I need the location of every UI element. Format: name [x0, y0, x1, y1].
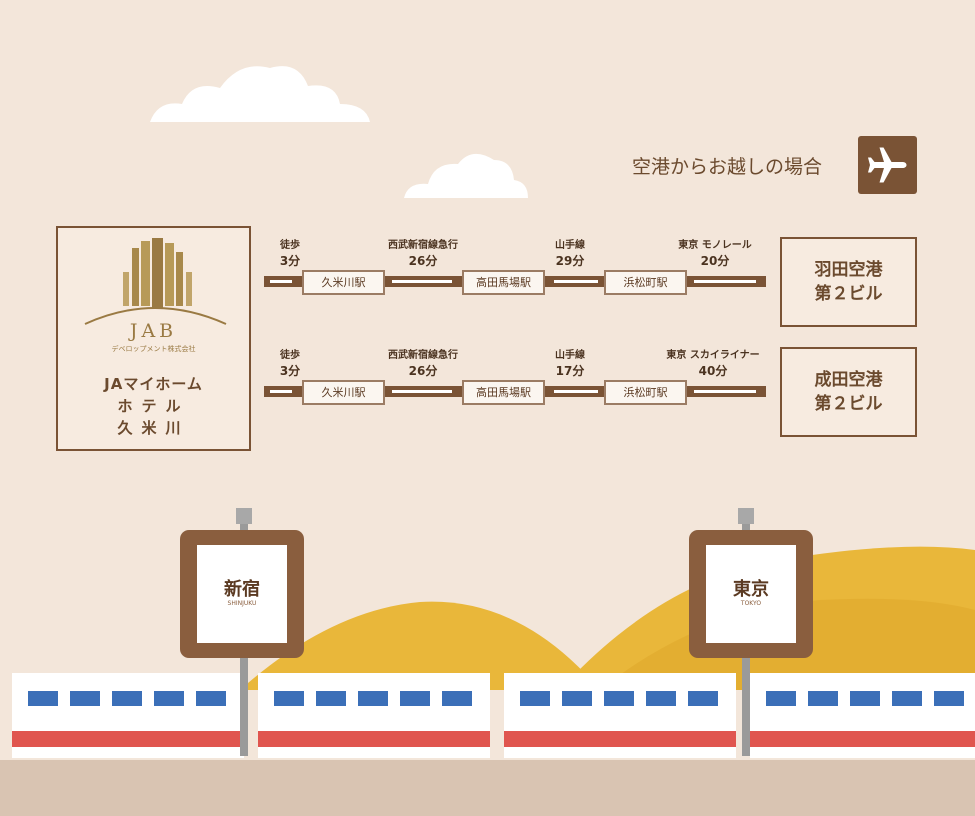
route-narita-seg-4-min: 40分 [698, 364, 728, 378]
route-narita-seg-3-line: 山手線 [555, 350, 585, 361]
route-haneda-seg-3-min: 29分 [555, 254, 585, 268]
airplane-icon [858, 136, 917, 194]
route-narita-station-3: 浜松町駅 [604, 380, 687, 405]
route-haneda-station-2: 高田馬場駅 [462, 270, 545, 295]
route-haneda-seg-2-line: 西武新宿線急行 [388, 240, 458, 251]
route-haneda-seg-3-line: 山手線 [555, 240, 585, 251]
train-car-2 [258, 673, 490, 758]
route-haneda-seg-1-min: 3分 [279, 254, 301, 268]
destination-narita-line-2: 第２ビル [814, 394, 883, 414]
cloud-small [404, 153, 528, 198]
hotel-name-line-3: 久米川 [117, 419, 190, 437]
hotel-card: JAB デベロップメント株式会社 JAマイホーム ホテル 久米川 [56, 226, 251, 451]
station-sign-shinjuku: 新宿 SHINJUKU [180, 530, 304, 658]
route-narita-seg-3-min: 17分 [555, 364, 585, 378]
hills [240, 546, 975, 690]
sign-shinjuku-roman: SHINJUKU [227, 600, 257, 607]
station-sign-tokyo: 東京 TOKYO [689, 530, 813, 658]
cloud-large [150, 66, 370, 122]
logo-text: JAB [129, 320, 178, 342]
route-narita-seg-2-line: 西武新宿線急行 [388, 350, 458, 361]
building-icon [84, 238, 227, 325]
route-haneda-seg-4-min: 20分 [700, 254, 730, 268]
destination-haneda-line-2: 第２ビル [814, 284, 883, 304]
route-haneda-station-1: 久米川駅 [302, 270, 385, 295]
destination-haneda-line-1: 羽田空港 [814, 260, 883, 280]
hotel-name-line-1: JAマイホーム [104, 375, 203, 393]
ground [0, 760, 975, 816]
route-narita-seg-4-line: 東京 スカイライナー [666, 350, 760, 361]
route-haneda-station-3: 浜松町駅 [604, 270, 687, 295]
train-car-3 [504, 673, 736, 758]
heading: 空港からお越しの場合 [632, 156, 823, 178]
route-narita-seg-2-min: 26分 [408, 364, 438, 378]
destination-haneda: 羽田空港 第２ビル [780, 237, 917, 327]
route-narita-station-1: 久米川駅 [302, 380, 385, 405]
route-haneda-seg-1-line: 徒歩 [280, 240, 300, 251]
train-car-1 [12, 673, 244, 758]
route-haneda-seg-4-line: 東京 モノレール [678, 240, 752, 251]
sign-shinjuku-kanji: 新宿 [224, 579, 260, 600]
sign-tokyo-roman: TOKYO [740, 600, 762, 607]
route-narita-seg-1-min: 3分 [279, 364, 301, 378]
train-car-4 [750, 673, 975, 758]
logo-subtitle: デベロップメント株式会社 [111, 345, 196, 353]
destination-narita: 成田空港 第２ビル [780, 347, 917, 437]
route-narita-seg-1-line: 徒歩 [280, 350, 300, 361]
route-narita-station-2: 高田馬場駅 [462, 380, 545, 405]
hotel-name-line-2: ホテル [117, 397, 190, 415]
route-haneda-seg-2-min: 26分 [408, 254, 438, 268]
sign-tokyo-kanji: 東京 [733, 579, 769, 600]
destination-narita-line-1: 成田空港 [814, 370, 883, 390]
